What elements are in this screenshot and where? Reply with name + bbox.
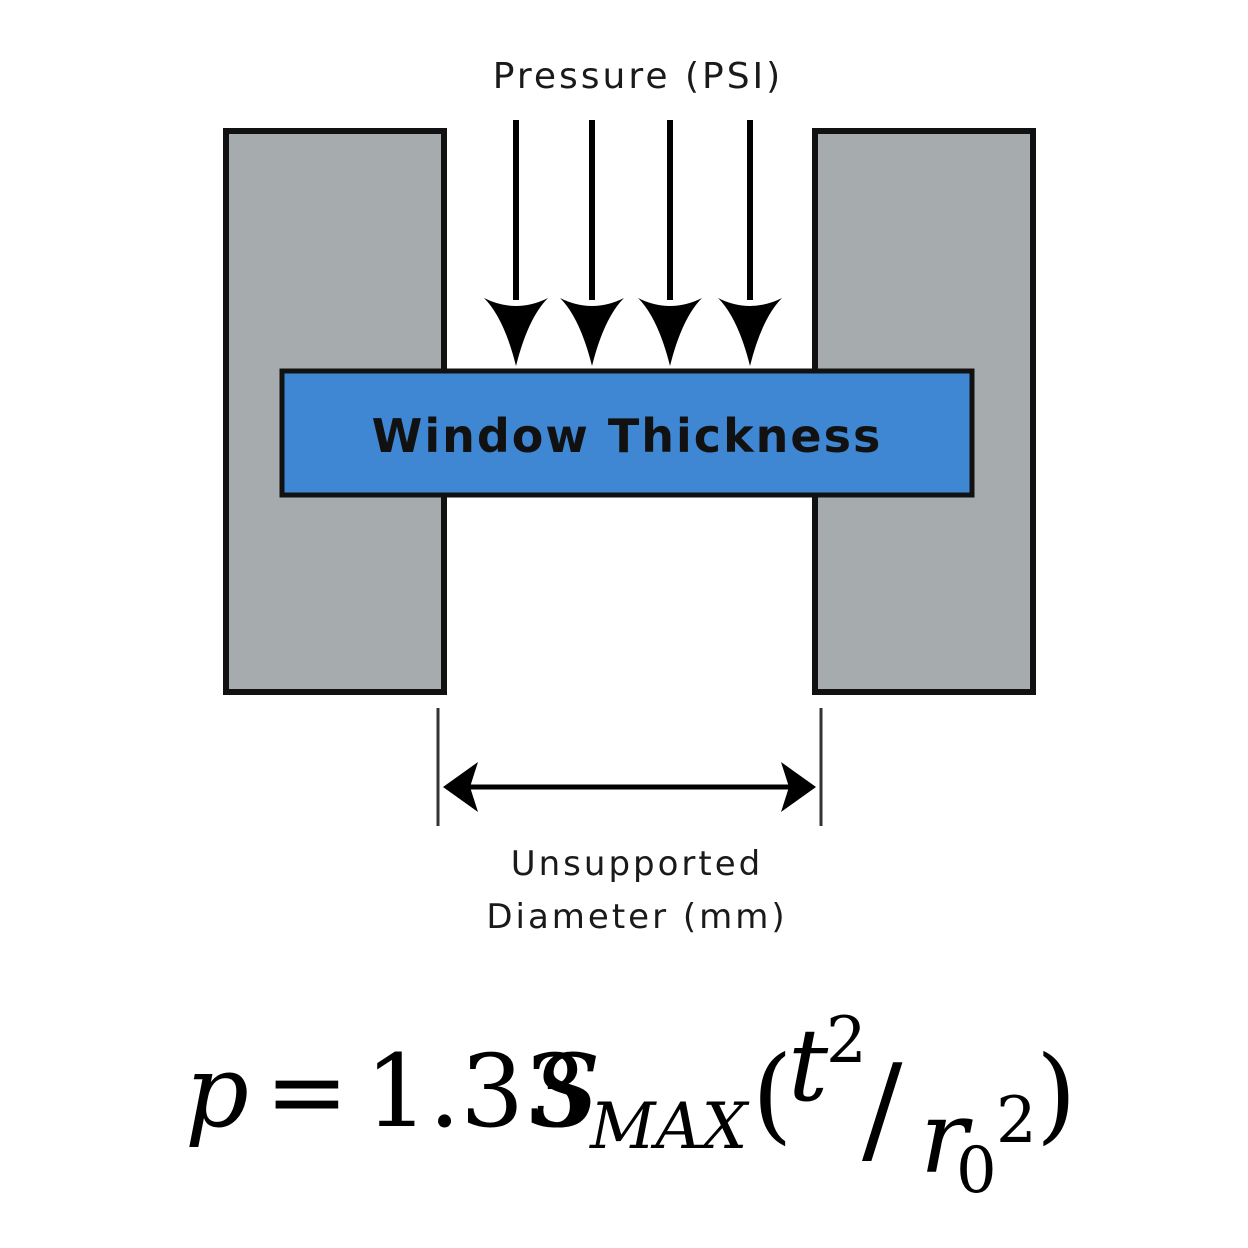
eq-close-paren: ) (1036, 1033, 1077, 1155)
diameter-arrowhead-right (781, 762, 816, 812)
eq-r-subscript: 0 (956, 1134, 997, 1208)
eq-s: S (532, 1033, 601, 1150)
eq-open-paren: ( (752, 1033, 793, 1155)
eq-coefficient: 1.33 (365, 1033, 588, 1150)
pressure-arrows (484, 120, 782, 366)
pressure-label: Pressure (PSI) (493, 56, 783, 97)
pressure-arrow (638, 120, 702, 366)
pressure-arrow (718, 120, 782, 366)
eq-r: r (920, 1079, 973, 1196)
pressure-arrow (484, 120, 548, 366)
eq-t: t (788, 1007, 829, 1124)
diameter-arrowhead-left (443, 762, 478, 812)
eq-slash: / (862, 1040, 903, 1179)
window-thickness-label: Window Thickness (372, 409, 883, 463)
window-plate (279, 368, 975, 498)
pressure-arrow (560, 120, 624, 366)
pressure-equation: p = 1.33 S MAX ( t 2 / r 0 2 ) (185, 1004, 1077, 1208)
eq-equals: = (265, 1033, 349, 1150)
diameter-dimension (436, 708, 823, 826)
eq-r-exponent: 2 (996, 1084, 1037, 1158)
diameter-label-line2: Diameter (mm) (486, 897, 787, 937)
eq-s-subscript: MAX (589, 1090, 750, 1164)
diameter-label-line1: Unsupported (511, 844, 763, 884)
eq-t-exponent: 2 (826, 1004, 867, 1078)
eq-p: p (185, 1033, 249, 1150)
